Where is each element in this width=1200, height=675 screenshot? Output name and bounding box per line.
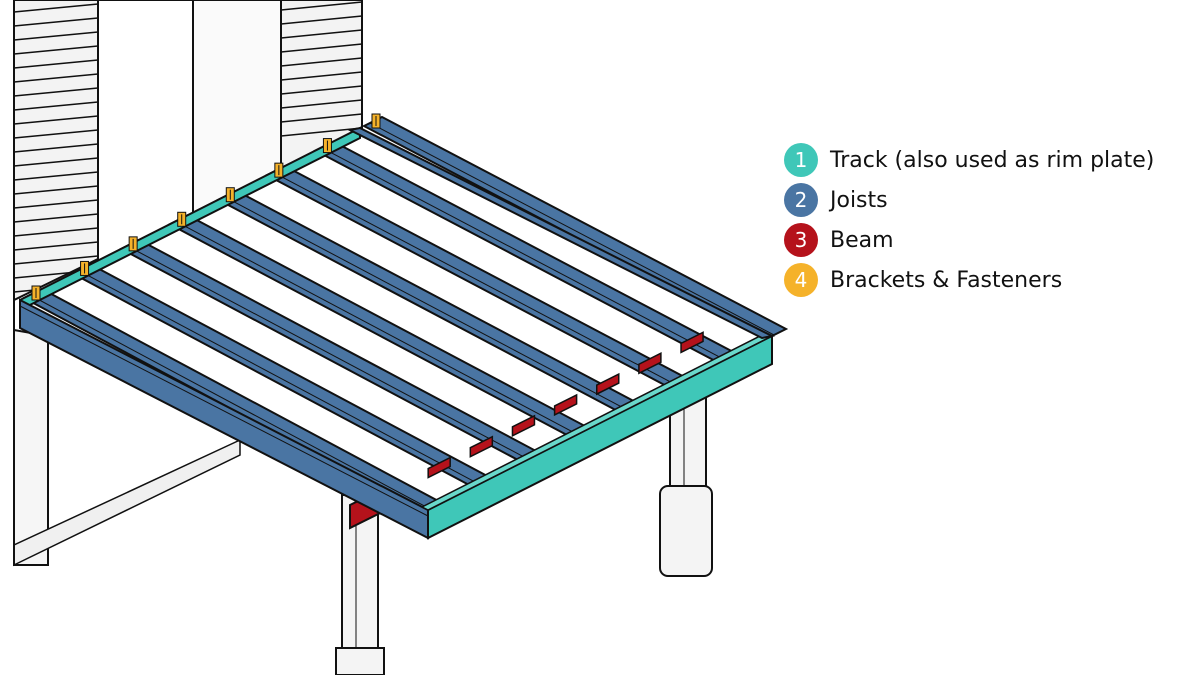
joist-edge bbox=[175, 220, 578, 435]
bracket-icon bbox=[225, 187, 235, 203]
joist-edge bbox=[224, 196, 627, 411]
badge-3: 3 bbox=[784, 223, 818, 257]
right-post bbox=[659, 391, 713, 577]
deck-frame bbox=[19, 113, 789, 540]
badge-4: 4 bbox=[784, 263, 818, 297]
legend-label-beam: Beam bbox=[830, 227, 894, 253]
badge-2: 2 bbox=[784, 183, 818, 217]
joist-edge bbox=[126, 245, 529, 460]
beam-segment bbox=[469, 435, 494, 458]
bracket-icon bbox=[177, 211, 187, 227]
legend-item-beam: 3 Beam bbox=[784, 223, 1154, 257]
bracket-icon bbox=[31, 285, 41, 301]
foundation bbox=[13, 300, 241, 567]
joist-edge bbox=[78, 269, 480, 485]
badge-1: 1 bbox=[784, 143, 818, 177]
bracket-icon bbox=[322, 138, 332, 154]
bracket-icon bbox=[128, 236, 138, 252]
joist-edge bbox=[272, 171, 676, 386]
bracket-icon bbox=[80, 260, 90, 276]
beam-segment bbox=[680, 331, 704, 354]
front-post bbox=[335, 494, 385, 675]
legend-item-joists: 2 Joists bbox=[784, 183, 1154, 217]
legend-label-track: Track (also used as rim plate) bbox=[830, 147, 1155, 173]
legend-item-track: 1 Track (also used as rim plate) bbox=[784, 143, 1154, 177]
beam-segment bbox=[427, 456, 451, 479]
legend-label-joists: Joists bbox=[830, 187, 888, 213]
beam-segment bbox=[511, 414, 536, 438]
joist-edge bbox=[29, 294, 431, 510]
joist-edge bbox=[369, 122, 775, 336]
legend: 1 Track (also used as rim plate) 2 Joist… bbox=[784, 143, 1154, 297]
bracket-icon bbox=[371, 113, 381, 129]
joist-edge bbox=[321, 147, 726, 361]
legend-item-brackets: 4 Brackets & Fasteners bbox=[784, 263, 1154, 297]
beam-segment bbox=[596, 372, 620, 396]
legend-label-brackets: Brackets & Fasteners bbox=[830, 267, 1063, 293]
beam-segment bbox=[553, 393, 578, 417]
left-rim-edge bbox=[19, 305, 429, 517]
beam-segment bbox=[638, 352, 662, 375]
right-rim-joist bbox=[346, 126, 776, 340]
bracket-icon bbox=[274, 162, 284, 178]
